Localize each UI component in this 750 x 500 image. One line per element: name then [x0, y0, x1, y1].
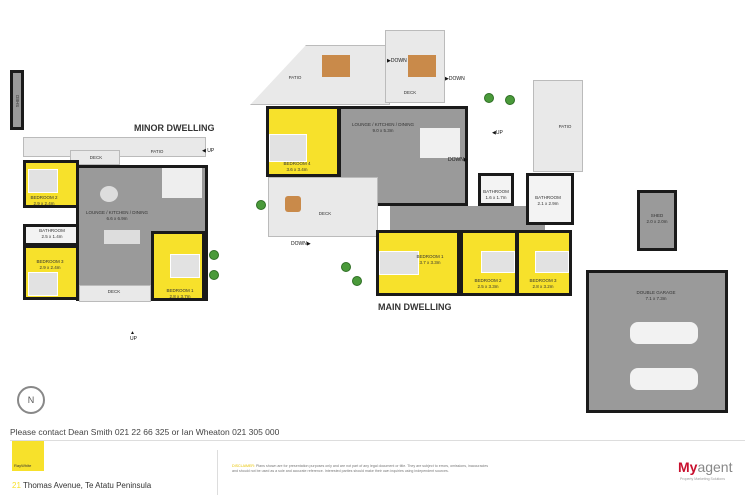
compass-icon: N: [17, 386, 45, 414]
tree-icon: [256, 200, 266, 210]
minor-bedroom-2: [23, 160, 79, 208]
minor-up-bottom: ▲UP: [130, 330, 137, 342]
main-patio-right: [533, 80, 583, 172]
minor-deck-top-label: DECK: [89, 155, 103, 160]
up-arrow: ◀UP: [492, 130, 503, 136]
table: [100, 186, 118, 202]
minor-up-arrow: ◀ UP: [202, 148, 215, 154]
main-bedroom-3: [516, 230, 572, 296]
car-icon: [630, 368, 698, 390]
minor-bathroom: [23, 224, 79, 246]
disclaimer: DISCLAIMER: Plans shown are for presenta…: [232, 464, 489, 473]
car-icon: [630, 322, 698, 344]
sofa: [104, 230, 140, 244]
main-bedroom-1: [376, 230, 460, 296]
main-bedroom-4: [266, 106, 340, 177]
tree-icon: [341, 262, 351, 272]
raywhite-logo: RayWhite: [12, 441, 44, 471]
shed: [637, 190, 677, 251]
tree-icon: [505, 95, 515, 105]
divider: [10, 440, 745, 441]
minor-patio-label: PATIO: [150, 149, 164, 154]
divider: [217, 450, 218, 495]
main-hallway: [390, 206, 545, 234]
outdoor-table-1: [322, 55, 350, 77]
main-patio-left-label: PATIO: [288, 75, 302, 80]
tree-icon: [209, 270, 219, 280]
tree-icon: [352, 276, 362, 286]
main-patio-left: [250, 45, 390, 105]
down-arrow-2: ▶DOWN: [445, 76, 465, 82]
down-deck-arrow: DOWN▶: [291, 241, 311, 247]
main-dwelling-title: MAIN DWELLING: [378, 302, 452, 312]
minor-dwelling-title: MINOR DWELLING: [134, 123, 215, 133]
address: 21 Thomas Avenue, Te Atatu Peninsula: [12, 481, 152, 490]
minor-bedroom-1: [151, 231, 205, 301]
shed-label: SHED: [15, 94, 20, 108]
down-inner-arrow: DOWN▶: [448, 157, 468, 163]
minor-bedroom-3: [23, 245, 79, 300]
outdoor-table-3: [285, 196, 301, 212]
minor-deck-top: [70, 150, 120, 165]
kitchen: [162, 168, 202, 198]
myagent-tagline: Property Marketing Solutions: [680, 477, 725, 481]
main-deck-top-label: DECK: [403, 90, 417, 95]
tree-icon: [209, 250, 219, 260]
main-patio-right-label: PATIO: [558, 124, 572, 129]
down-arrow-1: ▶DOWN: [387, 58, 407, 64]
main-deck-label: DECK: [318, 211, 332, 216]
tree-icon: [484, 93, 494, 103]
outdoor-table-2: [408, 55, 436, 77]
main-bathroom-2: [526, 173, 574, 225]
minor-deck-bottom: [79, 285, 151, 302]
main-bathroom-1: [478, 173, 514, 206]
minor-deck-bottom-label: DECK: [107, 289, 121, 294]
myagent-logo: Myagent: [678, 459, 733, 475]
kitchen: [420, 128, 460, 158]
contact-text: Please contact Dean Smith 021 22 66 325 …: [10, 427, 280, 437]
up-label: UP: [207, 148, 215, 154]
minor-shed: SHED: [10, 70, 24, 130]
